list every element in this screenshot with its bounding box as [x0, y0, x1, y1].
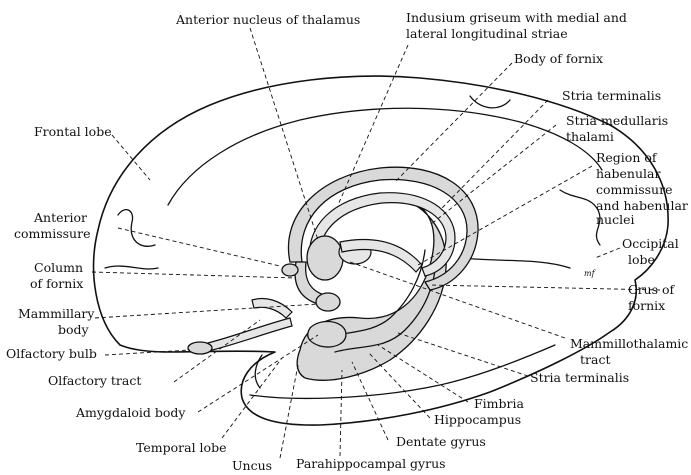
leader-frontal-lobe [112, 135, 150, 180]
label-mammillary-line2: body [58, 322, 90, 337]
calcarine-fold [462, 258, 570, 268]
label-mammillothalamic-line1: Mammillothalamic [570, 336, 688, 351]
label-habenular-line2: habenular [596, 166, 660, 181]
label-crus-line2: fornix [628, 298, 665, 313]
mammillary-body [316, 293, 340, 311]
leader-crus [430, 285, 660, 290]
label-habenular-line3: commissure [596, 182, 672, 197]
leader-dentate [352, 362, 388, 440]
label-occipital-line2: lobe [628, 252, 655, 267]
label-olfactory-bulb: Olfactory bulb [6, 346, 97, 361]
label-frontal-lobe: Frontal lobe [34, 124, 112, 139]
frontal-fold [118, 210, 155, 247]
label-occipital-line1: Occipital [622, 236, 679, 251]
label-stria-terminalis-bottom: Stria terminalis [530, 370, 629, 385]
leader-stria-medullaris [430, 125, 556, 225]
label-habenular-line4: and habenular [596, 198, 688, 213]
paracentral-fold [470, 96, 510, 108]
occipital-notch [560, 190, 600, 245]
label-temporal-lobe: Temporal lobe [136, 440, 226, 455]
leader-anterior-commissure [118, 228, 280, 266]
label-mammillothalamic-line2: tract [580, 352, 610, 367]
olfactory-bulb [188, 342, 212, 354]
label-indusium-line2: lateral longitudinal striae [406, 26, 568, 41]
lateral-olfactory-tract [252, 299, 292, 319]
label-crus-line1: Crus of [628, 282, 676, 297]
label-mammillary-line1: Mammillary [18, 306, 95, 321]
leader-anterior-nucleus [250, 28, 318, 240]
label-fimbria: Fimbria [474, 396, 524, 411]
leader-uncus [280, 365, 298, 458]
label-hippocampus: Hippocampus [434, 412, 521, 427]
frontal-fold-2 [105, 266, 158, 269]
anterior-commissure [282, 264, 298, 276]
label-anterior-commissure-line2: commissure [14, 226, 90, 241]
label-column-fornix-line2: of fornix [30, 276, 83, 291]
leader-occipital [595, 248, 620, 258]
label-dentate-gyrus: Dentate gyrus [396, 434, 486, 449]
label-habenular-line5: nuclei [596, 212, 635, 227]
leader-parahippocampal [340, 370, 342, 456]
label-uncus: Uncus [232, 458, 272, 473]
label-stria-medullaris-line2: thalami [566, 129, 614, 144]
temporal-inferior-fold [250, 345, 555, 398]
amygdala [308, 321, 346, 347]
label-anterior-nucleus: Anterior nucleus of thalamus [175, 12, 360, 27]
cingulate-fold [168, 108, 602, 205]
artist-signature: mf [584, 269, 597, 278]
label-olfactory-tract: Olfactory tract [48, 373, 141, 388]
label-body-of-fornix: Body of fornix [514, 51, 603, 66]
olfactory-tract [200, 318, 292, 352]
label-indusium-line1: Indusium griseum with medial and [406, 10, 627, 25]
label-stria-terminalis-top: Stria terminalis [562, 88, 661, 103]
label-parahippocampal: Parahippocampal gyrus [296, 456, 446, 471]
leader-stria-terminalis-bottom [395, 332, 528, 376]
label-habenular-line1: Region of [596, 150, 658, 165]
anterior-nucleus [307, 236, 343, 280]
leader-column-fornix [92, 272, 296, 278]
label-anterior-commissure-line1: Anterior [33, 210, 87, 225]
label-column-fornix-line1: Column [34, 260, 83, 275]
label-amygdaloid: Amygdaloid body [75, 405, 186, 420]
label-stria-medullaris-line1: Stria medullaris [566, 113, 668, 128]
